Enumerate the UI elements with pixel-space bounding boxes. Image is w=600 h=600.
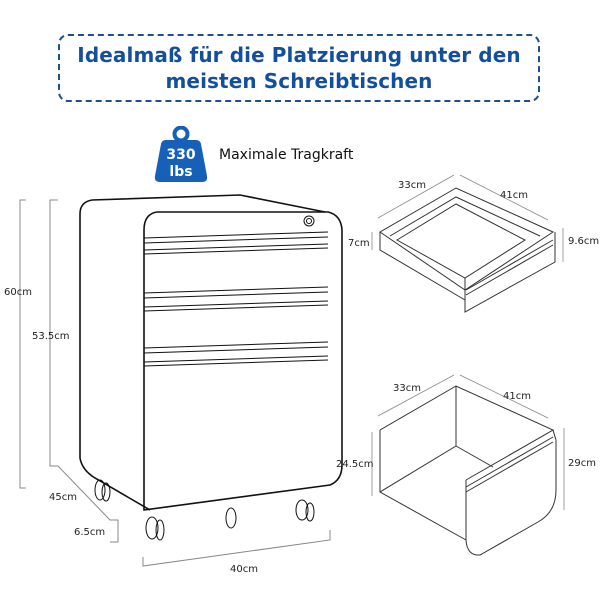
weight-icon: 330 lbs	[154, 126, 208, 182]
small-drawer-inner-height: 7cm	[348, 238, 370, 249]
small-drawer-dimension-lines	[371, 174, 564, 262]
large-drawer-inner-height: 24.5cm	[336, 459, 374, 470]
dim-wheel-height: 6.5cm	[74, 527, 106, 538]
large-drawer-drawing	[379, 385, 557, 556]
dim-body-height: 53.5cm	[32, 331, 70, 342]
small-drawer-drawing	[379, 187, 556, 313]
small-drawer-front-height: 9.6cm	[568, 236, 600, 247]
dim-total-height: 60cm	[4, 287, 32, 298]
small-drawer-depth: 33cm	[398, 180, 426, 191]
headline-box: Idealmaß für die Platzierung unter den m…	[58, 34, 540, 102]
file-cabinet-drawing	[79, 194, 343, 541]
max-load-label: Maximale Tragkraft	[219, 147, 354, 163]
headline-line-2: meisten Schreibtischen	[165, 69, 433, 93]
small-drawer-width: 41cm	[500, 190, 528, 201]
badge-unit: lbs	[169, 164, 192, 180]
dim-depth: 45cm	[49, 492, 77, 503]
dim-width: 40cm	[230, 564, 258, 575]
headline-line-1: Idealmaß für die Platzierung unter den	[77, 43, 521, 67]
large-drawer-width: 41cm	[503, 391, 531, 402]
cabinet-dimension-lines	[19, 199, 331, 567]
large-drawer-depth: 33cm	[393, 383, 421, 394]
large-drawer-front-height: 29cm	[568, 458, 596, 469]
badge-number: 330	[166, 147, 195, 163]
large-drawer-dimension-lines	[371, 374, 565, 510]
